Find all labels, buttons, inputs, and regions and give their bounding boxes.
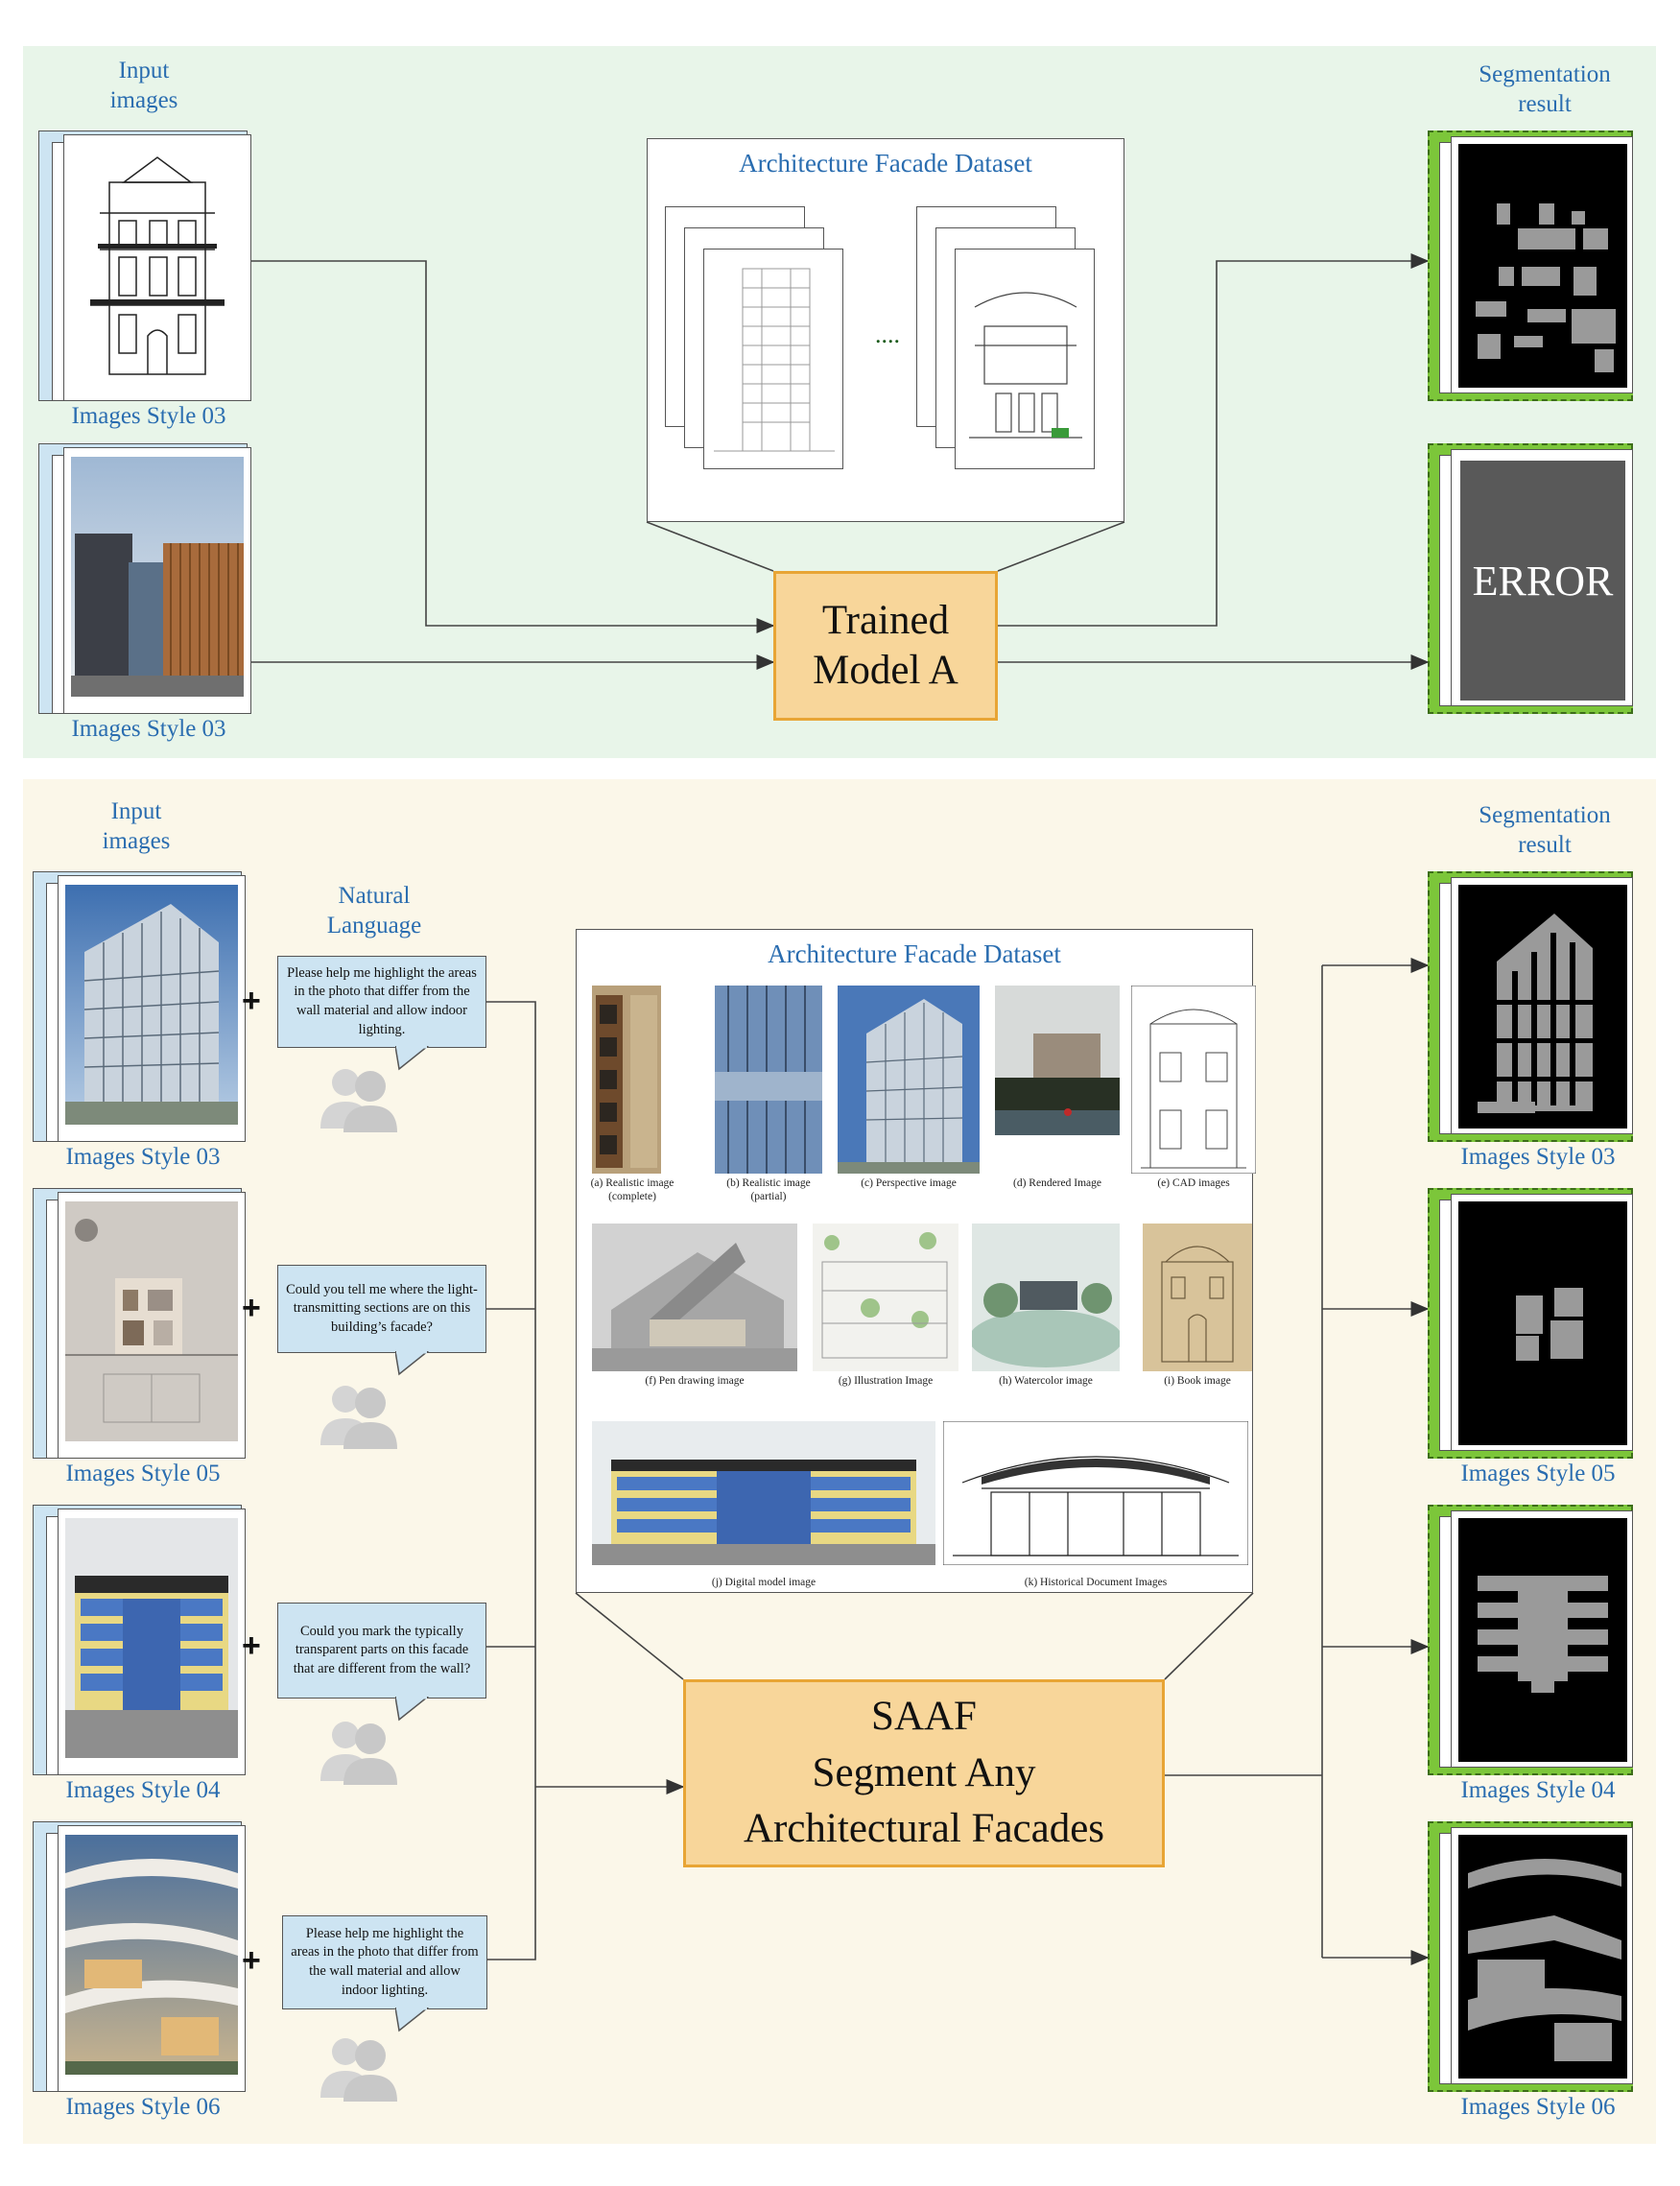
bottom-nl-label: Natural Language [326, 883, 422, 939]
trained-model-a-label: Trained Model A [813, 598, 958, 693]
dataset-thumb-g [813, 1224, 958, 1371]
prompt-bubble-1[interactable]: Please help me highlight the areas in th… [277, 956, 486, 1048]
top-result-mask-1 [1458, 144, 1627, 388]
bottom-result-stack-4[interactable] [1428, 1821, 1633, 2092]
bottom-result-mask-1 [1458, 885, 1627, 1129]
saaf-model-label: SAAF Segment Any Architectural Facades [743, 1694, 1105, 1852]
dataset-caption-e: (e) CAD images [1157, 1177, 1230, 1189]
dataset-thumb-j [592, 1421, 935, 1565]
dataset-thumb-a [592, 986, 661, 1174]
bottom-input-caption-3: Images Style 04 [65, 1777, 221, 1803]
bottom-result-mask-4 [1458, 1835, 1627, 2079]
dataset-thumb-b [715, 986, 822, 1174]
bottom-input-image-4 [65, 1835, 238, 2075]
dataset-caption-i: (i) Book image [1164, 1375, 1231, 1387]
bottom-input-label: Input images [102, 798, 171, 855]
top-input-stack-1[interactable] [38, 131, 251, 401]
prompt-bubble-3[interactable]: Could you mark the typically transparent… [277, 1603, 486, 1699]
dataset-caption-h: (h) Watercolor image [999, 1375, 1093, 1387]
bottom-result-caption-1: Images Style 03 [1460, 1144, 1616, 1170]
speech-tail-3 [395, 1697, 430, 1722]
dataset-thumb-d [995, 986, 1120, 1135]
top-result-label: Segmentation result [1479, 61, 1611, 118]
bottom-result-caption-3: Images Style 04 [1460, 1777, 1616, 1803]
trained-model-a-box[interactable]: Trained Model A [773, 571, 998, 721]
user-icon-1 [320, 1069, 397, 1132]
top-input-stack-2[interactable] [38, 443, 251, 714]
saaf-model-box[interactable]: SAAF Segment Any Architectural Facades [683, 1679, 1165, 1867]
plus-sign-2: + [242, 1290, 261, 1326]
plus-sign-4: + [242, 1942, 261, 1979]
bottom-result-stack-3[interactable] [1428, 1505, 1633, 1775]
plus-sign-3: + [242, 1628, 261, 1664]
user-icon-2 [320, 1386, 397, 1449]
bottom-input-image-1 [65, 885, 238, 1125]
top-dataset-box: Architecture Facade Dataset .... [647, 138, 1124, 522]
bottom-dataset-funnel [575, 1592, 1254, 1680]
dataset-caption-a: (a) Realistic image (complete) [590, 1177, 674, 1202]
prompt-bubble-2[interactable]: Could you tell me where the light-transm… [277, 1265, 486, 1353]
bottom-dataset-box: Architecture Facade Dataset (a) Realisti… [576, 929, 1256, 1593]
bottom-result-mask-2 [1458, 1201, 1627, 1445]
plus-sign-1: + [242, 983, 261, 1019]
dataset-thumb-i [1143, 1224, 1252, 1371]
top-input-image-1 [71, 144, 244, 384]
bottom-input-stack-1[interactable] [33, 871, 246, 1142]
bottom-result-caption-4: Images Style 06 [1460, 2094, 1616, 2120]
dataset-thumb-c [838, 986, 980, 1174]
bottom-input-image-3 [65, 1518, 238, 1758]
top-result-stack-2[interactable]: ERROR [1428, 443, 1633, 714]
user-icon-3 [320, 1722, 397, 1785]
user-icon-4 [320, 2038, 397, 2102]
dataset-caption-d: (d) Rendered Image [1013, 1177, 1101, 1189]
dataset-caption-j: (j) Digital model image [711, 1577, 816, 1588]
top-model-to-result1 [998, 253, 1430, 627]
bottom-input-caption-4: Images Style 06 [65, 2094, 221, 2120]
dataset-caption-c: (c) Perspective image [861, 1177, 957, 1189]
dataset-thumb-f [592, 1224, 797, 1371]
bottom-result-stack-1[interactable] [1428, 871, 1633, 1142]
top-dataset-drawing-1 [703, 249, 843, 469]
dataset-caption-b: (b) Realistic image (partial) [726, 1177, 811, 1202]
bottom-result-label: Segmentation result [1479, 802, 1611, 859]
top-input-label: Input images [109, 58, 178, 114]
top-result-stack-1[interactable] [1428, 131, 1633, 401]
bottom-input-stack-2[interactable] [33, 1188, 246, 1459]
bottom-input-caption-1: Images Style 03 [65, 1144, 221, 1170]
bottom-bubble1-connector [486, 1001, 536, 1787]
bottom-result-caption-2: Images Style 05 [1460, 1461, 1616, 1486]
dataset-caption-f: (f) Pen drawing image [645, 1375, 745, 1387]
top-dataset-ellipsis: .... [875, 321, 900, 348]
dataset-caption-g: (g) Illustration Image [838, 1375, 934, 1387]
dataset-caption-k: (k) Historical Document Images [1024, 1577, 1168, 1588]
dataset-thumb-h [972, 1224, 1120, 1371]
bottom-input-stack-4[interactable] [33, 1821, 246, 2092]
bottom-bubble4-connector [486, 1787, 536, 1960]
top-input1-connector [248, 260, 775, 633]
dataset-thumb-k [943, 1421, 1248, 1565]
speech-tail-1 [395, 1046, 430, 1071]
top-input-image-2 [71, 457, 244, 697]
bottom-result-mask-3 [1458, 1518, 1627, 1762]
bottom-input-stack-3[interactable] [33, 1505, 246, 1775]
top-dataset-funnel [646, 521, 1125, 572]
top-result-error: ERROR [1460, 461, 1625, 701]
bottom-dataset-title: Architecture Facade Dataset [768, 939, 1061, 968]
bottom-input-caption-2: Images Style 05 [65, 1461, 221, 1486]
speech-tail-4 [395, 2008, 430, 2032]
prompt-bubble-4[interactable]: Please help me highlight the areas in th… [282, 1915, 487, 2009]
top-input-caption-2: Images Style 03 [71, 716, 226, 742]
top-input-caption-1: Images Style 03 [71, 403, 226, 429]
dataset-thumb-e [1131, 986, 1256, 1174]
speech-tail-2 [395, 1351, 430, 1376]
top-dataset-drawing-2 [955, 249, 1095, 469]
bottom-input-image-2 [65, 1201, 238, 1441]
bottom-result-stack-2[interactable] [1428, 1188, 1633, 1459]
top-dataset-title: Architecture Facade Dataset [739, 149, 1032, 178]
